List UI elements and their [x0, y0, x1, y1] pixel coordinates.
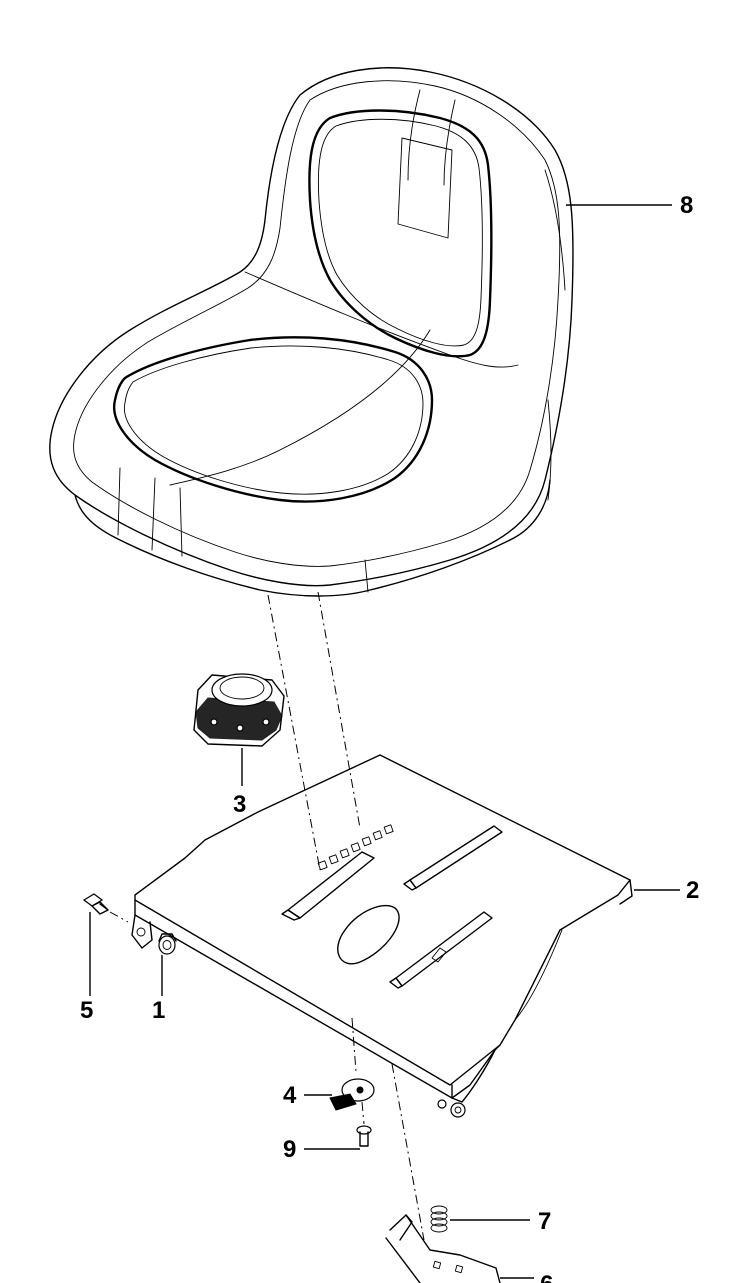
- seat-plate-part: 2: [131, 754, 699, 1118]
- seat-part: 8: [49, 67, 693, 597]
- bracket-part: 6: [385, 1214, 553, 1283]
- bolt-part: 5: [80, 893, 129, 1024]
- callout-label-spring: 7: [538, 1208, 551, 1235]
- callout-label-plate: 2: [686, 877, 699, 904]
- callout-label-sensor: 3: [233, 791, 246, 818]
- adjustment-holes: [317, 824, 394, 871]
- callout-label-seat: 8: [680, 192, 693, 219]
- callout-label-screw: 9: [283, 1136, 296, 1163]
- washer-part: 4: [283, 1017, 375, 1111]
- sensor-part: 3: [193, 673, 285, 818]
- spring-part: 7: [430, 1205, 551, 1235]
- callout-label-bracket: 6: [540, 1271, 553, 1283]
- callout-label-nut: 1: [152, 997, 165, 1024]
- seat-mounting-center-lines: [267, 591, 361, 871]
- nut-part: 1: [152, 933, 177, 1024]
- screw-part: 9: [283, 1101, 372, 1163]
- callout-label-washer: 4: [283, 1082, 297, 1109]
- callout-label-bolt: 5: [80, 997, 93, 1024]
- plate-to-bracket-center-line: [391, 1063, 425, 1241]
